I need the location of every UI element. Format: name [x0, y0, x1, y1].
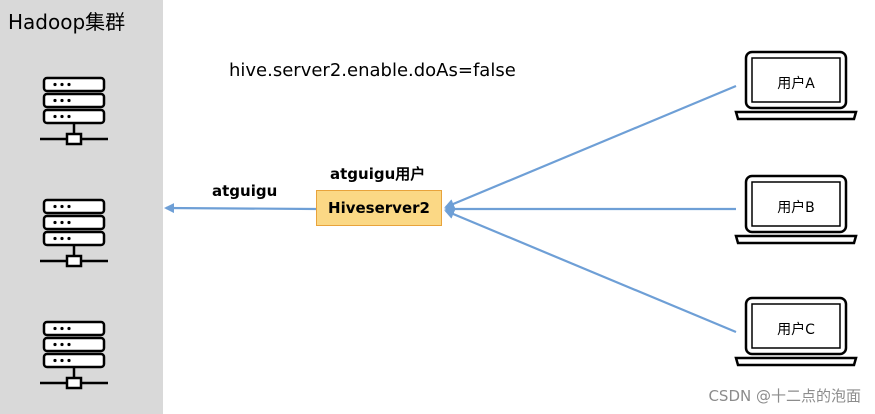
- hiveserver-user-label: atguigu用户: [330, 165, 426, 183]
- server-rack-icon: [40, 76, 108, 146]
- cluster-title: Hadoop集群: [8, 10, 126, 34]
- server-rack-icon: [40, 320, 108, 390]
- arrow-client-c-to-hiveserver: [444, 209, 737, 334]
- arrow-client-a-to-hiveserver: [444, 84, 737, 209]
- arrow-user-label: atguigu: [212, 182, 278, 200]
- hiveserver2-box: Hiveserver2: [316, 190, 442, 226]
- hadoop-cluster-panel: Hadoop集群: [0, 0, 163, 414]
- client-laptop-b: 用户B: [734, 174, 858, 246]
- laptop-icon: [734, 174, 858, 245]
- client-label: 用户A: [777, 76, 815, 92]
- client-laptop-a: 用户A: [734, 50, 858, 122]
- laptop-icon: [734, 50, 858, 121]
- arrow-hiveserver-to-cluster: [164, 203, 317, 214]
- client-label: 用户C: [777, 322, 815, 338]
- laptop-icon: [734, 296, 858, 367]
- hiveserver2-label: Hiveserver2: [328, 199, 430, 217]
- client-label: 用户B: [777, 200, 815, 216]
- client-laptop-c: 用户C: [734, 296, 858, 368]
- server-rack-icon: [40, 198, 108, 268]
- config-setting-text: hive.server2.enable.doAs=false: [229, 60, 516, 81]
- watermark: CSDN @十二点的泡面: [708, 387, 861, 405]
